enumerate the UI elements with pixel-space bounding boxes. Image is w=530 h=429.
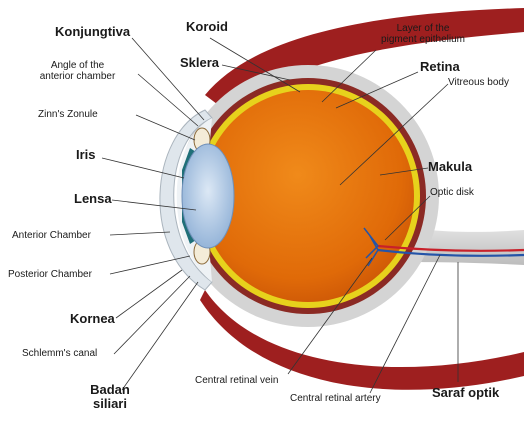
label-schlemms-canal: Schlemm's canal [22,348,98,359]
label-sklera: Sklera [180,55,220,70]
label-optic-disk: Optic disk [430,187,474,198]
label-koroid: Koroid [186,19,228,34]
cornea [159,109,213,291]
label-pigment-epithelium: Layer of the pigment epithelium [362,23,484,45]
label-anterior-chamber: Anterior Chamber [12,230,91,241]
central-retinal-artery [377,244,525,252]
lower-muscle [200,290,524,390]
central-retinal-vein [377,248,525,257]
label-angle-line2: anterior chamber [39,70,116,82]
vitreous-body [202,90,414,302]
label-badan-line1: Badan [90,382,130,397]
label-badan-siliari: Badan siliari [80,383,140,410]
label-kornea: Kornea [70,311,115,326]
label-vitreous-body: Vitreous body [448,77,509,88]
label-konjungtiva: Konjungtiva [55,24,131,39]
label-posterior-chamber: Posterior Chamber [8,269,92,280]
label-pigment-line2: pigment epithelium [381,33,465,45]
label-makula: Makula [428,159,473,174]
label-lensa: Lensa [74,191,112,206]
label-central-retinal-vein: Central retinal vein [195,375,279,386]
label-angle-line1: Angle of the [50,60,105,71]
label-saraf-optik: Saraf optik [432,385,500,400]
lens [181,143,235,249]
label-angle-anterior-chamber: Angle of the anterior chamber [15,60,140,82]
pointer-lines [101,37,459,394]
label-retina: Retina [420,59,460,74]
label-pigment-line1: Layer of the [396,23,450,34]
label-central-retinal-artery: Central retinal artery [290,393,381,404]
label-zinns-zonule: Zinn's Zonule [38,109,98,120]
label-iris: Iris [76,147,96,162]
upper-muscle [205,8,524,110]
retinal-vessel-branches [363,227,379,267]
label-badan-line2: siliari [93,395,127,411]
